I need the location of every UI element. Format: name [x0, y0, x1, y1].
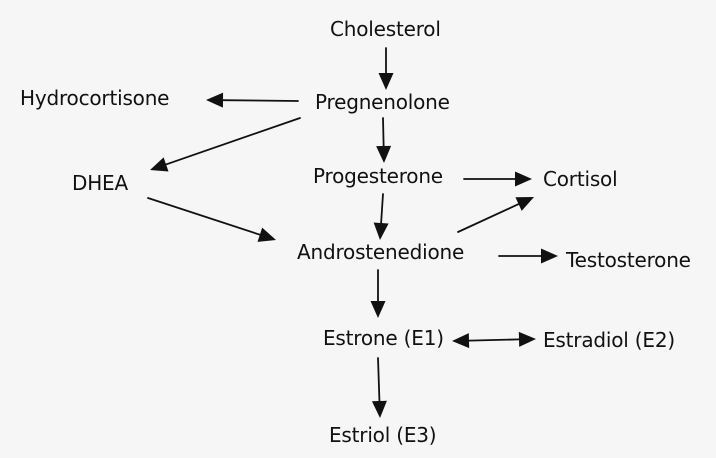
arrow-androstenedione-to-cortisol-head	[515, 197, 534, 211]
arrow-pregnenolone-to-dhea-head	[150, 157, 169, 172]
arrow-estrone-to-estradiol	[468, 338, 520, 342]
arrow-progesterone-to-androstenedione	[380, 193, 384, 224]
node-androstenedione: Androstenedione	[297, 240, 465, 264]
arrow-androstenedione-to-cortisol	[457, 203, 520, 233]
node-testosterone: Testosterone	[566, 248, 691, 272]
arrow-estrone-to-estradiol-head	[518, 331, 536, 347]
arrow-progesterone-to-androstenedione-head	[373, 222, 389, 240]
node-cortisol: Cortisol	[543, 167, 618, 191]
arrow-pregnenolone-to-progesterone-head	[376, 145, 392, 163]
arrow-pregnenolone-to-dhea	[165, 117, 301, 166]
arrow-pregnenolone-to-hydrocortisone	[222, 99, 299, 102]
arrow-estrone-to-estradiol-tail-head	[452, 333, 470, 349]
arrow-androstenedione-to-testosterone-head	[541, 248, 558, 264]
node-estradiol: Estradiol (E2)	[543, 328, 675, 352]
arrow-androstenedione-to-estrone-head	[370, 301, 386, 318]
node-dhea: DHEA	[72, 171, 128, 195]
arrow-estrone-to-estriol-head	[371, 400, 387, 418]
arrow-pregnenolone-to-hydrocortisone-head	[206, 92, 224, 108]
node-hydrocortisone: Hydrocortisone	[20, 86, 170, 110]
node-progesterone: Progesterone	[313, 164, 443, 188]
arrow-dhea-to-androstenedione-head	[257, 227, 276, 242]
arrow-cholesterol-to-pregnenolone-head	[378, 73, 394, 90]
arrow-estrone-to-estriol	[377, 357, 381, 402]
arrow-dhea-to-androstenedione	[147, 197, 261, 236]
node-pregnenolone: Pregnenolone	[315, 90, 450, 114]
node-estrone: Estrone (E1)	[323, 326, 444, 350]
arrow-progesterone-to-cortisol-head	[515, 171, 532, 187]
arrow-pregnenolone-to-progesterone	[382, 117, 385, 147]
node-estriol: Estriol (E3)	[329, 423, 437, 447]
node-cholesterol: Cholesterol	[330, 17, 441, 41]
